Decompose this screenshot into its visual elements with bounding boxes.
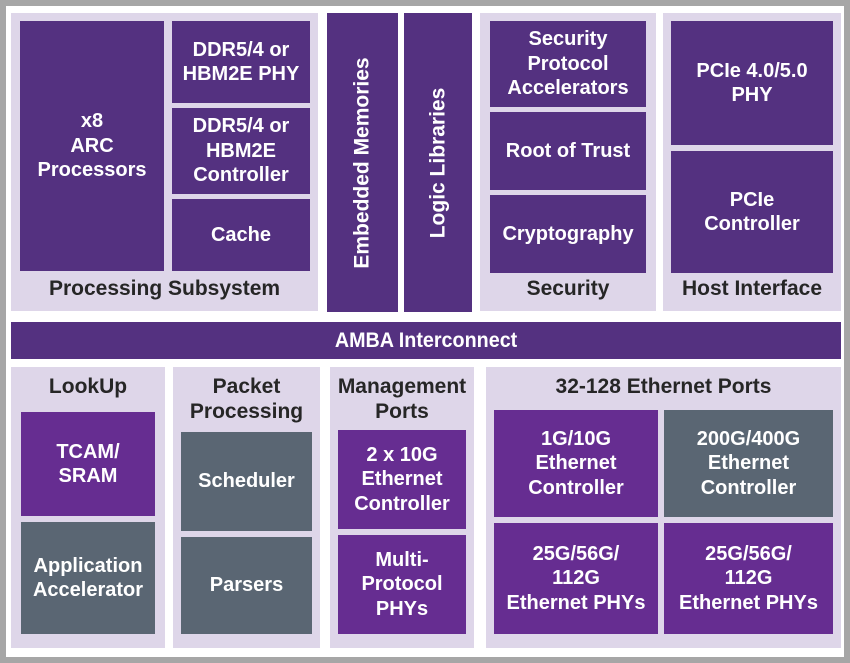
block-security-protocol-accelerators: Security Protocol Accelerators bbox=[490, 21, 646, 107]
panel-lookup: LookUp TCAM/ SRAM Application Accelerato… bbox=[11, 367, 165, 648]
block-1g-10g-ethernet-controller: 1G/10G Ethernet Controller bbox=[494, 410, 658, 517]
block-arc-processors: x8 ARC Processors bbox=[20, 21, 164, 271]
label-management-ports: Management Ports bbox=[337, 375, 467, 423]
block-scheduler: Scheduler bbox=[181, 432, 312, 531]
block-pcie-controller: PCIe Controller bbox=[671, 151, 833, 273]
block-2x10g-ethernet-controller: 2 x 10G Ethernet Controller bbox=[338, 430, 466, 529]
block-cache: Cache bbox=[172, 199, 310, 271]
label-security: Security bbox=[526, 277, 610, 301]
block-cryptography: Cryptography bbox=[490, 195, 646, 273]
block-application-accelerator: Application Accelerator bbox=[21, 522, 155, 634]
panel-security: Security Protocol Accelerators Root of T… bbox=[480, 13, 656, 311]
bar-embedded-memories: Embedded Memories bbox=[327, 13, 398, 312]
bar-logic-libraries: Logic Libraries bbox=[404, 13, 472, 312]
label-host-interface: Host Interface bbox=[681, 277, 823, 301]
panel-processing-subsystem: x8 ARC Processors DDR5/4 or HBM2E PHY DD… bbox=[11, 13, 318, 311]
bar-amba-interconnect: AMBA Interconnect bbox=[11, 322, 841, 359]
label-packet-processing: Packet Processing bbox=[189, 375, 304, 423]
bar-amba-interconnect-label: AMBA Interconnect bbox=[334, 328, 518, 352]
block-25g-112g-ethernet-phys-left: 25G/56G/ 112G Ethernet PHYs bbox=[494, 523, 658, 634]
bar-logic-libraries-label: Logic Libraries bbox=[426, 87, 450, 238]
block-root-of-trust: Root of Trust bbox=[490, 112, 646, 190]
label-ethernet-ports: 32-128 Ethernet Ports bbox=[555, 375, 772, 398]
label-lookup: LookUp bbox=[48, 375, 128, 398]
panel-packet-processing: Packet Processing Scheduler Parsers bbox=[173, 367, 320, 648]
label-processing-subsystem: Processing Subsystem bbox=[48, 277, 281, 301]
panel-ethernet-ports: 32-128 Ethernet Ports 1G/10G Ethernet Co… bbox=[486, 367, 841, 648]
block-ddr-hbm2e-phy: DDR5/4 or HBM2E PHY bbox=[172, 21, 310, 103]
bar-embedded-memories-label: Embedded Memories bbox=[350, 56, 374, 269]
block-ddr-hbm2e-controller: DDR5/4 or HBM2E Controller bbox=[172, 108, 310, 194]
panel-host-interface: PCIe 4.0/5.0 PHY PCIe Controller Host In… bbox=[663, 13, 841, 311]
block-tcam-sram: TCAM/ SRAM bbox=[21, 412, 155, 516]
block-25g-112g-ethernet-phys-right: 25G/56G/ 112G Ethernet PHYs bbox=[664, 523, 833, 634]
block-200g-400g-ethernet-controller: 200G/400G Ethernet Controller bbox=[664, 410, 833, 517]
block-parsers: Parsers bbox=[181, 537, 312, 634]
panel-management-ports: Management Ports 2 x 10G Ethernet Contro… bbox=[330, 367, 474, 648]
block-pcie-phy: PCIe 4.0/5.0 PHY bbox=[671, 21, 833, 145]
block-multi-protocol-phys: Multi- Protocol PHYs bbox=[338, 535, 466, 634]
